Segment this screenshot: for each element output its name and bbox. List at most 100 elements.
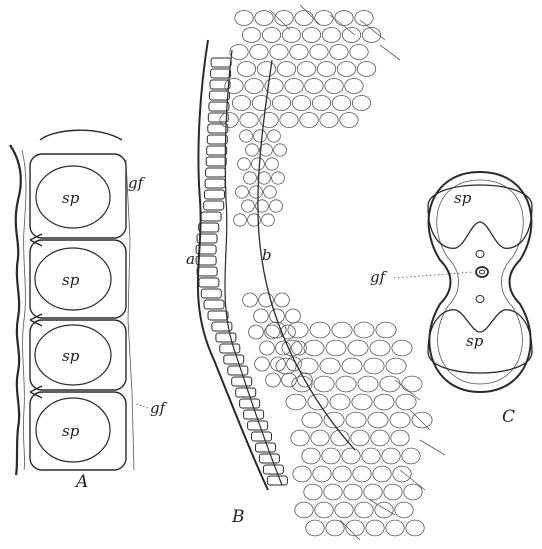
panel-b-palisade-cell bbox=[201, 289, 221, 298]
panel-b-tissue-cell bbox=[362, 28, 380, 43]
panel-a-inner-wall bbox=[22, 150, 26, 470]
panel-b-tissue-cell bbox=[276, 358, 296, 374]
panel-b-tissue-cell bbox=[335, 11, 353, 26]
panel-b-tissue-cell bbox=[286, 309, 301, 323]
panel-a-sp-label-2: sp bbox=[62, 271, 80, 289]
panel-b-tissue-cell bbox=[313, 466, 331, 482]
panel-b-palisade-cell bbox=[205, 179, 225, 188]
panel-b-palisade-cell bbox=[232, 377, 252, 386]
panel-b-tissue-cell bbox=[264, 186, 277, 198]
panel-b-palisade-cell bbox=[206, 157, 226, 166]
panel-b-palisade-cell bbox=[207, 135, 227, 144]
panel-b-tissue-cell bbox=[342, 448, 360, 464]
panel-c-gf-label: gf bbox=[370, 268, 388, 286]
panel-b-tissue-cell bbox=[324, 484, 342, 500]
panel-b-tissue-cell bbox=[384, 484, 402, 500]
panel-b-tissue-cell bbox=[270, 200, 283, 212]
panel-b-tissue-cell bbox=[326, 340, 346, 356]
panel-a-gf-label-1: gf bbox=[128, 174, 146, 192]
panel-b-tissue-cell bbox=[366, 520, 384, 536]
panel-b-panel-label: B bbox=[231, 507, 245, 527]
panel-c-pore-center bbox=[476, 267, 488, 277]
panel-c-gf-leader bbox=[394, 272, 474, 278]
panel-b-tissue-cell bbox=[374, 394, 394, 410]
panel-b-tissue-cell bbox=[312, 96, 330, 111]
panel-b-tissue-cell bbox=[322, 28, 340, 43]
panel-b-tissue-cell bbox=[304, 340, 324, 356]
panel-c-pore-bottom bbox=[476, 296, 484, 303]
panel-b-palisade-cell bbox=[206, 168, 226, 177]
panel-b-tissue-cell bbox=[317, 62, 335, 77]
panel-b-tissue-cell bbox=[344, 484, 362, 500]
panel-b-tissue-cell bbox=[295, 502, 313, 518]
panel-b-palisade-cell bbox=[224, 355, 244, 364]
panel-b-tissue-cell bbox=[380, 376, 400, 392]
panel-b-tissue-cell bbox=[310, 45, 328, 60]
panel-b-tissue-cell bbox=[246, 144, 259, 156]
panel-b-tissue-cell bbox=[242, 28, 260, 43]
panel-b-tissue-cell bbox=[315, 11, 333, 26]
panel-b-tissue-cell bbox=[240, 113, 258, 128]
panel-b-tissue-cell bbox=[395, 502, 413, 518]
panel-b-palisade-cell bbox=[201, 212, 221, 221]
panel-b-tissue-cell bbox=[282, 28, 300, 43]
panel-b-tissue-cell bbox=[293, 466, 311, 482]
panel-a-panel-label: A bbox=[74, 472, 88, 492]
panel-b-tissue-cell bbox=[225, 79, 243, 94]
panel-b-tissue-cell bbox=[302, 448, 320, 464]
panel-b-tissue-cell bbox=[352, 96, 370, 111]
panel-b-tissue-cell bbox=[392, 340, 412, 356]
panel-b-tissue-cell bbox=[386, 358, 406, 374]
panel-b-tissue-cell bbox=[254, 130, 267, 142]
panel-b-tissue-cell bbox=[373, 466, 391, 482]
panel-b-tissue-cell bbox=[353, 466, 371, 482]
panel-b-tissue-cell bbox=[282, 373, 297, 387]
panel-b-tissue-cell bbox=[351, 430, 369, 446]
panel-b-tissue-cell bbox=[310, 322, 330, 338]
panel-b-palisade-cell bbox=[207, 146, 227, 155]
panel-b-tissue-cell bbox=[235, 11, 253, 26]
panel-b-palisade-cell bbox=[204, 300, 224, 309]
panel-b-tissue-cell bbox=[290, 45, 308, 60]
panel-b-tissue-cell bbox=[402, 376, 422, 392]
panel-b-tissue-cell bbox=[352, 394, 372, 410]
panel-b-tissue-cell bbox=[368, 412, 388, 428]
panel-b-tissue-cell bbox=[254, 309, 269, 323]
panel-b-tissue-cell bbox=[245, 79, 263, 94]
panel-b-tissue-cell bbox=[315, 502, 333, 518]
panel-b-tissue-cell bbox=[302, 412, 322, 428]
panel-b-tissue-cell bbox=[285, 79, 303, 94]
panel-c-pore-top bbox=[476, 251, 484, 258]
panel-a-gf-label-2: gf bbox=[150, 399, 168, 417]
panel-b-tissue-cell bbox=[336, 376, 356, 392]
panel-b-tissue-cell bbox=[402, 448, 420, 464]
panel-b-tissue-cell bbox=[258, 172, 271, 184]
panel-b-palisade-cell bbox=[208, 124, 228, 133]
panel-b-tissue-cell bbox=[350, 45, 368, 60]
panel-b-tissue-cell bbox=[262, 214, 275, 226]
panel-b-tissue-cell bbox=[297, 62, 315, 77]
panel-a-sp-label-4: sp bbox=[62, 422, 80, 440]
panel-b-tissue-cell bbox=[255, 11, 273, 26]
panel-b-tissue-cell bbox=[337, 62, 355, 77]
panel-b-tissue-cell bbox=[358, 376, 378, 392]
panel-b-tissue-cell bbox=[320, 113, 338, 128]
panel-b-palisade-cell bbox=[209, 102, 229, 111]
panel-b-tissue-cell bbox=[371, 430, 389, 446]
panel-b-tissue-cell bbox=[386, 520, 404, 536]
panel-b-tissue-cell bbox=[295, 11, 313, 26]
panel-c-sp-label-2: sp bbox=[466, 332, 484, 350]
panel-b-tissue-cell bbox=[270, 45, 288, 60]
panel-b: a b B bbox=[186, 5, 445, 540]
panel-b-palisade-cell bbox=[263, 465, 283, 474]
panel-b-tissue-cell bbox=[252, 158, 265, 170]
panel-b-tissue-cell bbox=[232, 96, 250, 111]
panel-b-tissue-cell bbox=[237, 62, 255, 77]
panel-b-tissue-cell bbox=[345, 79, 363, 94]
panel-b-tissue-cell bbox=[302, 28, 320, 43]
panel-b-tissue-cell bbox=[306, 520, 324, 536]
panel-b-tissue-cell bbox=[291, 430, 309, 446]
panel-b-tissue-cell bbox=[376, 322, 396, 338]
panel-a-sp-label-1: sp bbox=[62, 189, 80, 207]
